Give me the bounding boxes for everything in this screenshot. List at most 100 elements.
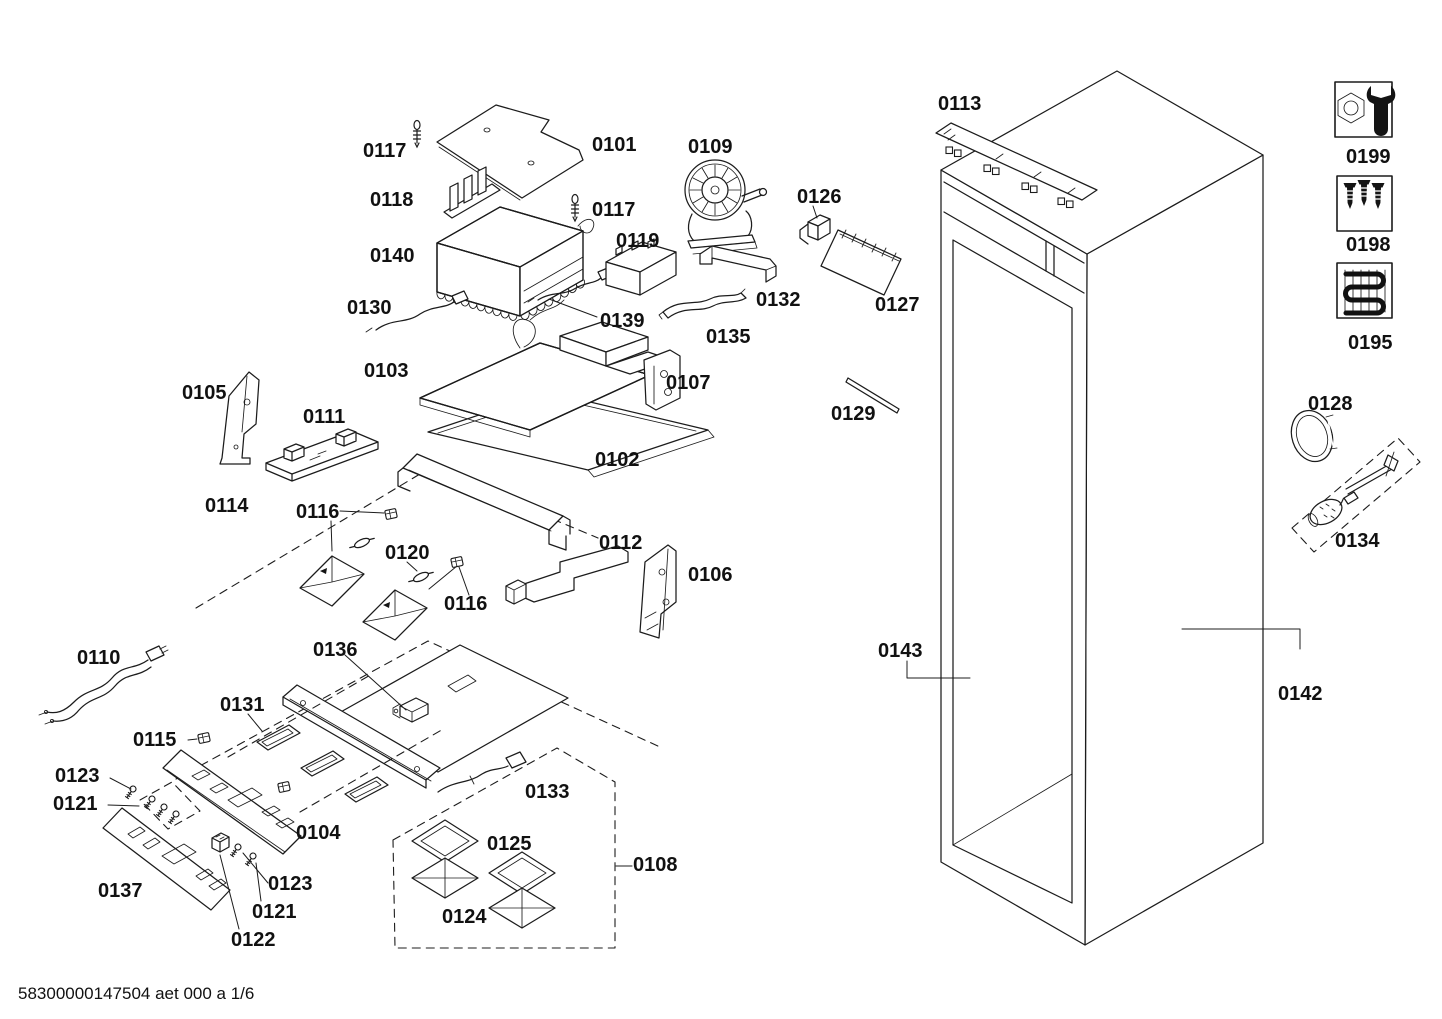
- part-0113-mounting-strip: [935, 122, 1098, 209]
- lamp-rail: [397, 453, 571, 551]
- callout-0105: 0105: [182, 382, 227, 404]
- part-0129-strip: [845, 377, 900, 414]
- part-0135-strap: [658, 288, 747, 320]
- callout-0111: 0111: [303, 406, 345, 428]
- leader-0116b: [428, 565, 470, 596]
- part-0107-duct: [559, 321, 681, 411]
- callout-0198: 0198: [1346, 234, 1391, 256]
- part-0112-bracket: [505, 545, 629, 605]
- part-0101-cover-plate: [436, 104, 584, 201]
- leader-0123b: [242, 852, 269, 884]
- leader-0143: [906, 660, 971, 679]
- part-0120-bulbs: [349, 537, 434, 583]
- callout-0117-b: 0117: [592, 199, 635, 221]
- callout-0137: 0137: [98, 880, 143, 902]
- part-0119-terminal-block: [605, 238, 677, 296]
- callout-0129: 0129: [831, 403, 876, 425]
- callout-0142: 0142: [1278, 683, 1323, 705]
- callout-0119: 0119: [616, 230, 659, 252]
- part-0137-front-panel: [102, 807, 231, 911]
- callout-0140: 0140: [370, 245, 415, 267]
- callout-labels: 0117 0101 0109 0118 0117 0140 0119 0126 …: [18, 93, 1393, 1003]
- part-0140-evaporator-coil: [436, 206, 595, 321]
- callout-0112: 0112: [599, 532, 642, 554]
- part-0127-panel: [820, 229, 902, 296]
- callout-0114: 0114: [205, 495, 249, 517]
- callout-0125: 0125: [487, 833, 532, 855]
- callout-0139: 0139: [600, 310, 645, 332]
- fastener-group-left: [123, 781, 201, 830]
- part-0125-frame-a: [411, 819, 479, 863]
- callout-0120: 0120: [385, 542, 430, 564]
- part-0117-clip-a: [412, 119, 422, 148]
- part-0116-lamp-cover-a: [299, 555, 365, 607]
- part-0106-side-plate: [639, 544, 677, 639]
- callout-0118: 0118: [370, 189, 413, 211]
- callout-0108: 0108: [633, 854, 678, 876]
- callout-0107: 0107: [666, 372, 711, 394]
- part-0108-gasket-kit: [392, 747, 616, 949]
- part-0116-lamp-cover-b: [362, 589, 428, 641]
- part-0131-grille: [227, 673, 446, 813]
- part-0117-clip-b: [570, 193, 580, 222]
- callout-0104: 0104: [296, 822, 341, 844]
- part-0130-wire: [365, 290, 469, 333]
- callout-0133: 0133: [525, 781, 570, 803]
- part-0124-cover-b: [488, 887, 556, 929]
- nut-wrench-icon: [1337, 86, 1396, 136]
- heater-coil-icon: [1343, 269, 1386, 316]
- callout-0136: 0136: [313, 639, 358, 661]
- cabinet-body: [940, 70, 1264, 946]
- callout-0135: 0135: [706, 326, 751, 348]
- part-0136-support-assembly: [282, 644, 569, 789]
- callout-0130: 0130: [347, 297, 392, 319]
- callout-0115: 0115: [133, 729, 176, 751]
- callout-0122: 0122: [231, 929, 276, 951]
- callout-0132: 0132: [756, 289, 801, 311]
- callout-0109: 0109: [688, 136, 733, 158]
- legend-0198: [1336, 175, 1393, 232]
- leader-0121b: [255, 862, 262, 902]
- part-0134-sensor: [1291, 437, 1421, 553]
- leader-0122: [219, 854, 240, 930]
- callout-0117-a: 0117: [363, 140, 406, 162]
- part-0128-clamp-ring: [1290, 409, 1338, 463]
- drawing-number: 58300000147504 aet 000 a 1/6: [18, 984, 254, 1003]
- callout-0113: 0113: [938, 93, 981, 115]
- leader-0121a: [107, 804, 140, 807]
- callout-0101: 0101: [592, 134, 637, 156]
- part-0110-harness: [38, 645, 169, 725]
- part-0104-control-panel: [162, 749, 302, 855]
- dashed-group-0136: [175, 640, 661, 780]
- callout-0124: 0124: [442, 906, 487, 928]
- callout-0102: 0102: [595, 449, 640, 471]
- callout-0131: 0131: [220, 694, 265, 716]
- callout-0123-a: 0123: [55, 765, 100, 787]
- callout-0121-b: 0121: [252, 901, 297, 923]
- part-0124-cover-a: [411, 857, 479, 899]
- callout-0110: 0110: [77, 647, 120, 669]
- screws-icon: [1342, 179, 1386, 210]
- callout-0123-b: 0123: [268, 873, 313, 895]
- leader-0116a: [330, 510, 385, 552]
- legend-0195: [1336, 262, 1393, 319]
- part-0111-module: [265, 428, 379, 482]
- callout-0103: 0103: [364, 360, 409, 382]
- callout-0127: 0127: [875, 294, 920, 316]
- fastener-group-right: [228, 842, 258, 868]
- part-0109-fan: [684, 159, 768, 255]
- part-0118-grommet-block: [443, 166, 501, 219]
- part-0122-connector: [211, 832, 230, 853]
- leader-0123a: [109, 777, 132, 790]
- legend-0199: [1334, 81, 1396, 138]
- callout-0121-a: 0121: [53, 793, 98, 815]
- callout-0143: 0143: [878, 640, 923, 662]
- callout-0116-a: 0116: [296, 501, 339, 523]
- callout-0199: 0199: [1346, 146, 1391, 168]
- part-0133-sensor-wire: [437, 751, 527, 793]
- callout-0116-b: 0116: [444, 593, 487, 615]
- callout-0126: 0126: [797, 186, 842, 208]
- leader-0142: [1181, 628, 1301, 650]
- callout-0195: 0195: [1348, 332, 1393, 354]
